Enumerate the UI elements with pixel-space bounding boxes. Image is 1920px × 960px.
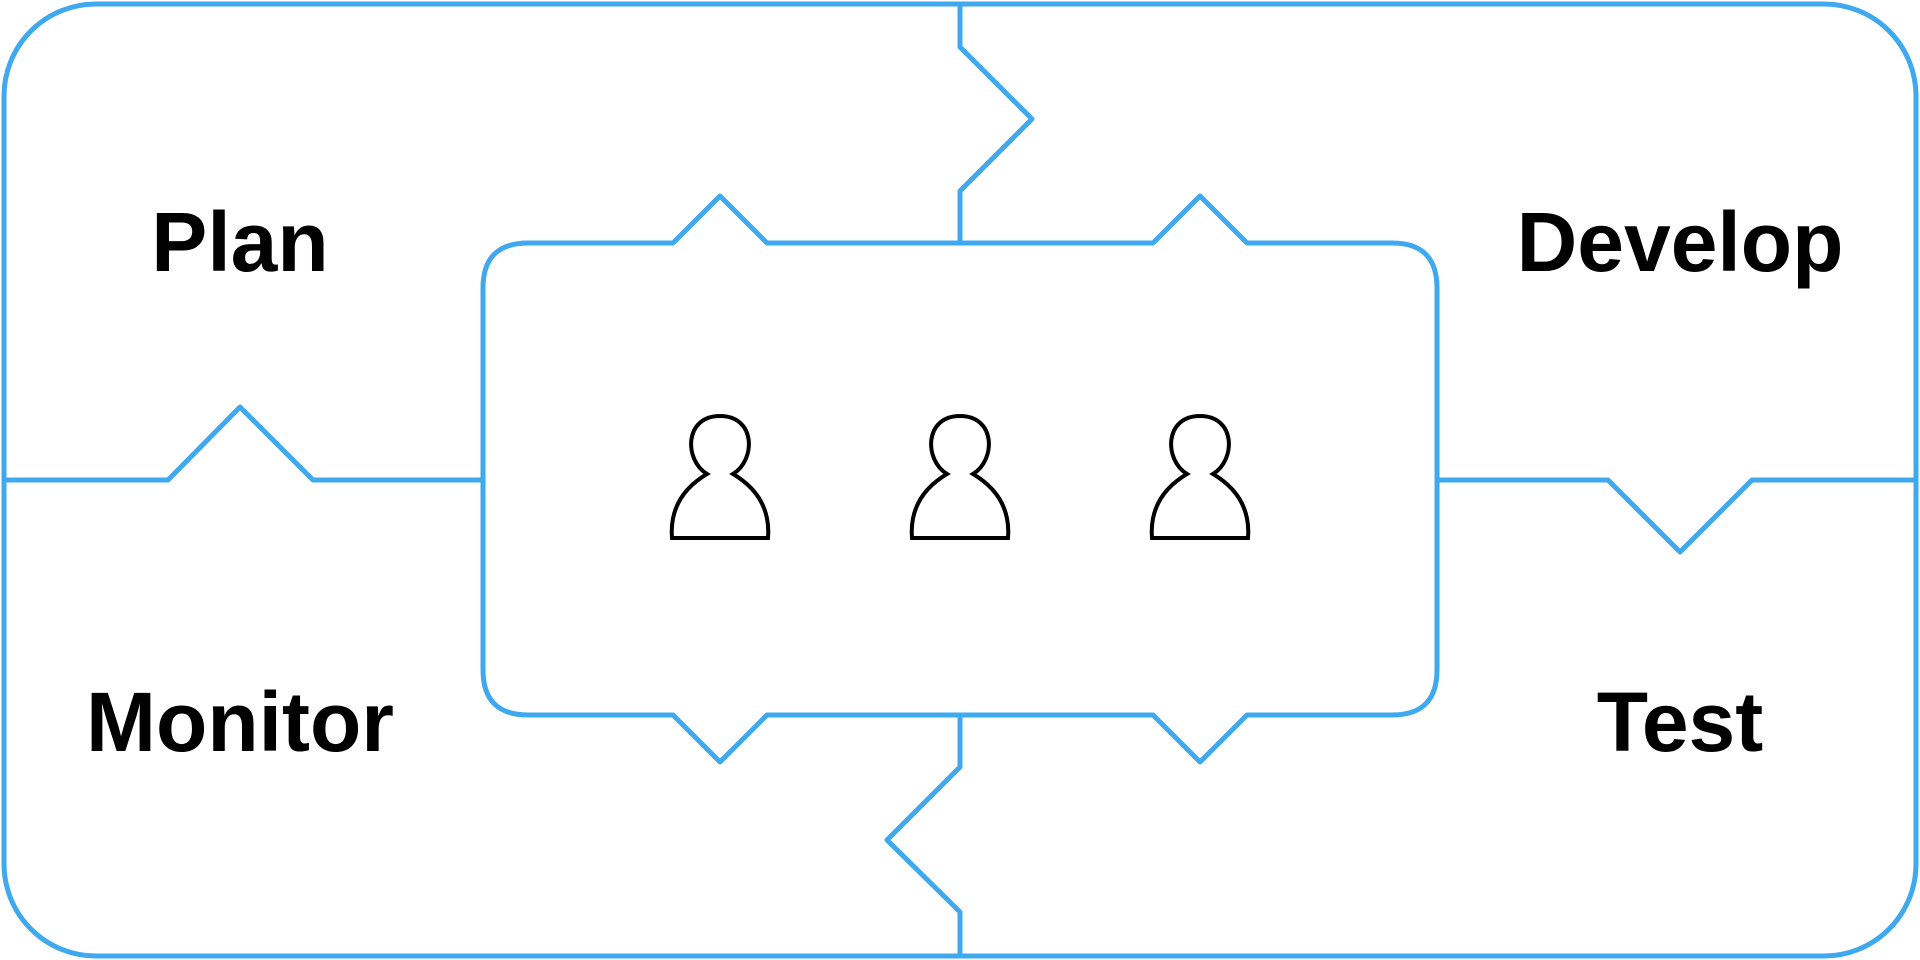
plan-label: Plan: [151, 195, 328, 289]
person-icon: [1149, 413, 1251, 540]
center-box: [480, 193, 1440, 765]
person-icon: [669, 413, 771, 540]
bottom-divider: [884, 712, 963, 959]
left-divider: [1, 404, 486, 483]
monitor-label: Monitor: [86, 675, 394, 769]
top-divider: [957, 1, 1035, 246]
right-divider: [1434, 477, 1919, 555]
develop-label: Develop: [1517, 195, 1844, 289]
team-icons: [669, 413, 1251, 540]
test-label: Test: [1597, 675, 1763, 769]
person-icon: [909, 413, 1011, 540]
